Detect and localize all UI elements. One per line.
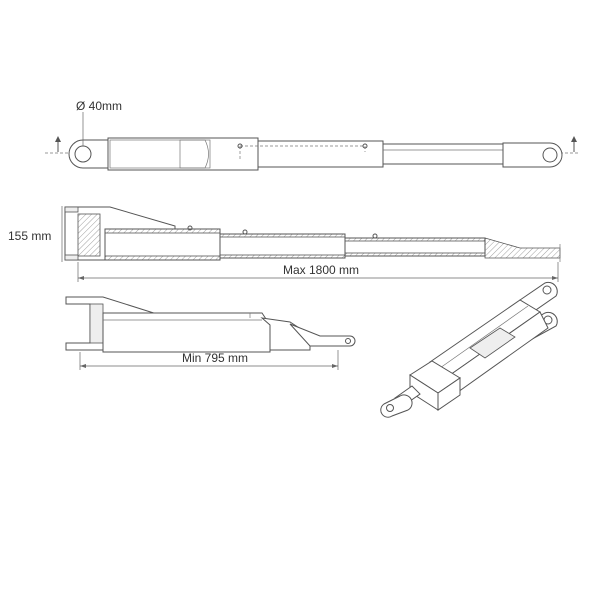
height-label: 155 mm <box>8 229 51 243</box>
max-length-label: Max 1800 mm <box>283 263 359 277</box>
section-arrow-right <box>571 136 577 152</box>
min-length-label: Min 795 mm <box>182 351 248 365</box>
section-arrow-left <box>55 136 61 152</box>
side-section-view: 155 mm Max 1800 mm <box>8 206 561 282</box>
top-view: Ø 40mm <box>45 99 580 171</box>
retracted-view: Min 795 mm <box>65 296 356 370</box>
isometric-view <box>380 281 558 418</box>
pin-diameter-label: Ø 40mm <box>76 99 122 113</box>
right-eye-hole <box>542 147 558 163</box>
